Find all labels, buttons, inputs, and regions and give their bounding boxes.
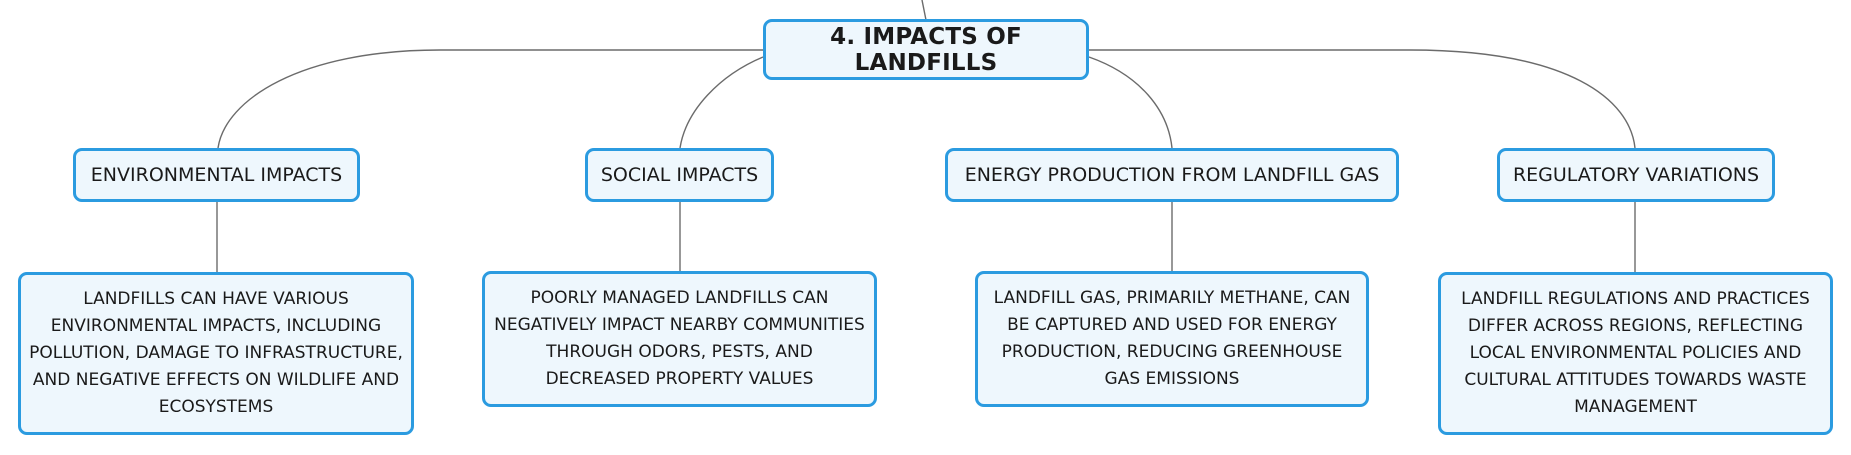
detail-text: LANDFILL REGULATIONS AND PRACTICES DIFFE…	[1461, 289, 1810, 417]
branch-environmental-impacts[interactable]: ENVIRONMENTAL IMPACTS	[73, 148, 360, 202]
root-topic[interactable]: 4. IMPACTS OF LANDFILLS	[763, 19, 1089, 80]
detail-regulatory-variations[interactable]: LANDFILL REGULATIONS AND PRACTICES DIFFE…	[1438, 272, 1833, 435]
branch-label: REGULATORY VARIATIONS	[1512, 164, 1760, 186]
branch-label: SOCIAL IMPACTS	[600, 164, 759, 186]
detail-text: POORLY MANAGED LANDFILLS CAN NEGATIVELY …	[494, 288, 865, 389]
root-topic-label: 4. IMPACTS OF LANDFILLS	[830, 23, 1022, 76]
detail-text: LANDFILLS CAN HAVE VARIOUS ENVIRONMENTAL…	[29, 289, 403, 417]
connector-parent-to-root	[921, 0, 927, 21]
detail-energy-production[interactable]: LANDFILL GAS, PRIMARILY METHANE, CAN BE …	[975, 271, 1369, 407]
connector-root-to-regulatory	[1089, 49, 1636, 149]
branch-energy-production[interactable]: ENERGY PRODUCTION FROM LANDFILL GAS	[945, 148, 1399, 202]
branch-label: ENVIRONMENTAL IMPACTS	[90, 164, 343, 186]
connector-root-to-environmental	[217, 49, 763, 149]
branch-label: ENERGY PRODUCTION FROM LANDFILL GAS	[964, 164, 1380, 186]
branch-regulatory-variations[interactable]: REGULATORY VARIATIONS	[1497, 148, 1775, 202]
connector-root-to-energy	[1088, 56, 1173, 149]
detail-social-impacts[interactable]: POORLY MANAGED LANDFILLS CAN NEGATIVELY …	[482, 271, 877, 407]
detail-environmental-impacts[interactable]: LANDFILLS CAN HAVE VARIOUS ENVIRONMENTAL…	[18, 272, 414, 435]
branch-social-impacts[interactable]: SOCIAL IMPACTS	[585, 148, 774, 202]
detail-text: LANDFILL GAS, PRIMARILY METHANE, CAN BE …	[993, 288, 1351, 389]
connector-root-to-social	[679, 56, 764, 149]
